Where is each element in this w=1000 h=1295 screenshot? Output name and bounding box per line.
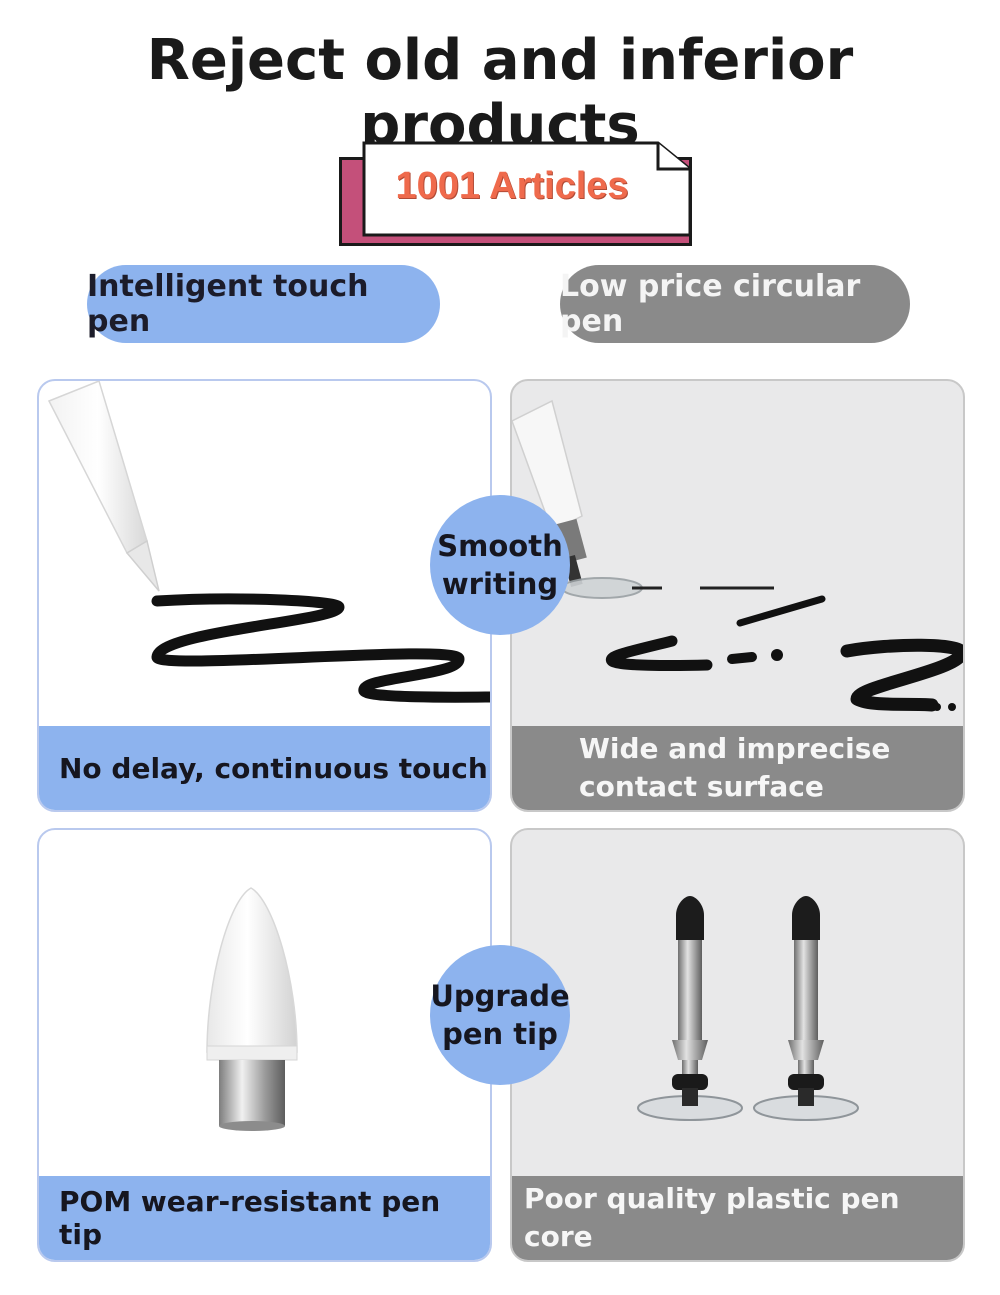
label-circular-pen: Low price circular pen — [560, 265, 910, 343]
badge-line-2: writing — [441, 567, 559, 601]
panel-pen-tip-right: Poor quality plastic pen core — [510, 828, 965, 1262]
badge-smooth-writing: Smooth writing — [430, 495, 570, 635]
panel-smooth-writing-right: Wide and imprecise contact surface — [510, 379, 965, 812]
panel-pen-tip-left: POM wear-resistant pen tip — [37, 828, 492, 1262]
caption-pom-tip: POM wear-resistant pen tip — [39, 1176, 490, 1260]
stylus-pen-icon — [47, 381, 490, 703]
disc-core-icon — [637, 896, 859, 1121]
caption-line-1: Wide and imprecise — [579, 732, 891, 765]
badge-text: 1001 Articles — [395, 165, 629, 207]
pen-tip-icon — [206, 887, 298, 1131]
badge-frame — [362, 141, 692, 237]
caption-poor-core: Poor quality plastic pen core — [512, 1176, 963, 1260]
brand-badge: 1001 Articles — [362, 141, 692, 237]
badge-line-2: pen tip — [442, 1017, 558, 1051]
caption-line-2: contact surface — [579, 770, 824, 803]
label-intelligent-pen: Intelligent touch pen — [87, 265, 440, 343]
disc-pen-icon — [512, 399, 963, 712]
badge-line-1: Upgrade — [430, 979, 570, 1013]
panel-smooth-writing-left: No delay, continuous touch — [37, 379, 492, 812]
caption-wide-imprecise: Wide and imprecise contact surface — [512, 726, 963, 810]
core-left — [637, 896, 743, 1121]
page-title: Reject old and inferior products — [146, 28, 854, 158]
badge-upgrade-tip: Upgrade pen tip — [430, 945, 570, 1085]
caption-no-delay: No delay, continuous touch — [39, 726, 490, 810]
core-right — [753, 896, 859, 1121]
badge-line-1: Smooth — [437, 529, 563, 563]
